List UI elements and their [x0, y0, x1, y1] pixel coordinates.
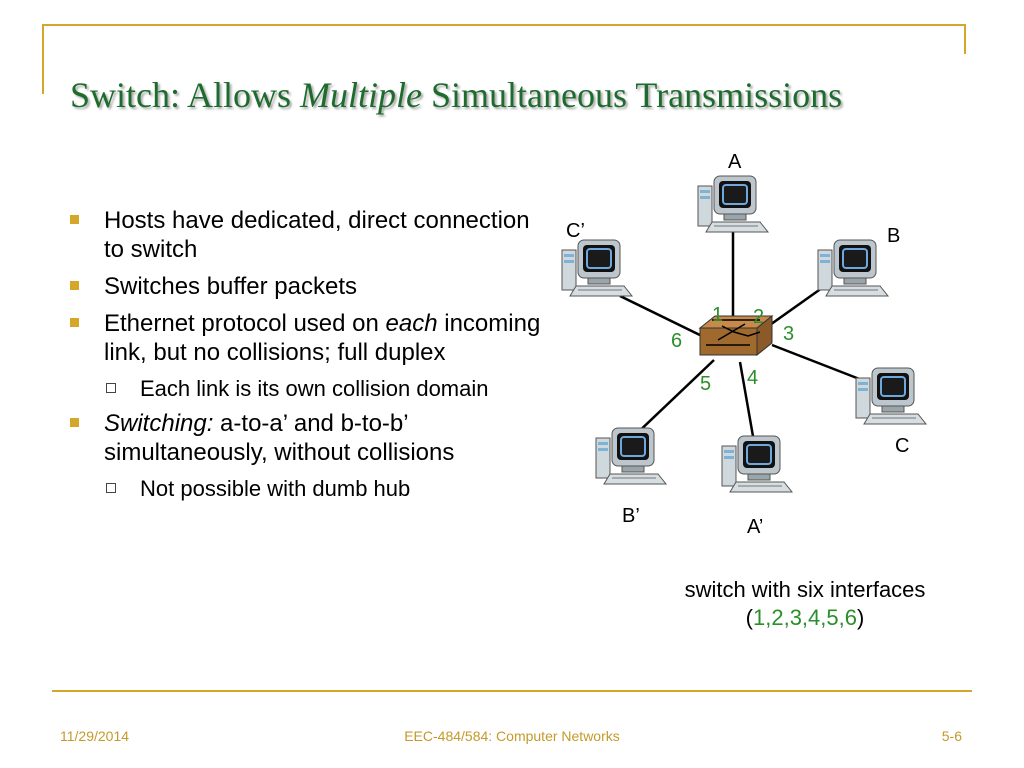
title-prefix: Switch: Allows [70, 75, 301, 115]
link-a-prime [738, 361, 756, 443]
bullet-square-icon [70, 281, 79, 290]
sub-bullet-text: Not possible with dumb hub [140, 476, 411, 501]
port-label-2: 2 [753, 306, 764, 328]
port-label-6: 6 [671, 330, 682, 352]
footer-divider [52, 690, 972, 692]
host-label-c: C [895, 435, 909, 457]
switch-icon [698, 314, 774, 357]
bullet-text-prefix: Ethernet protocol used on [104, 310, 386, 337]
computer-b-prime-icon [595, 427, 667, 485]
diagram-caption: switch with six interfaces (1,2,3,4,5,6) [655, 576, 955, 632]
caption-line-2: (1,2,3,4,5,6) [655, 604, 955, 632]
bullet-text-italic: each [385, 310, 438, 337]
sub-bullet-item: Not possible with dumb hub [62, 475, 552, 503]
bullet-item: Switching: a-to-a’ and b-to-b’ simultane… [62, 409, 552, 467]
port-label-4: 4 [747, 367, 758, 389]
computer-c-icon [855, 367, 927, 425]
caption-line-1: switch with six interfaces [684, 577, 926, 602]
port-label-1: 1 [712, 304, 723, 326]
bullet-text: Switches buffer packets [104, 273, 358, 300]
bullet-item: Ethernet protocol used on each incoming … [62, 309, 552, 367]
bullet-text: Hosts have dedicated, direct connection … [104, 207, 530, 263]
sub-bullet-text: Each link is its own collision domain [140, 376, 489, 401]
footer-page-number: 5-6 [941, 728, 962, 744]
port-label-3: 3 [783, 323, 794, 345]
host-label-b-prime: B’ [622, 505, 640, 527]
footer-course: EEC-484/584: Computer Networks [404, 728, 620, 744]
bullet-text-suffix: incoming link, but no collisions; full d… [104, 310, 541, 366]
bullet-list: Hosts have dedicated, direct connection … [62, 206, 552, 509]
title-suffix: Simultaneous Transmissions [422, 75, 843, 115]
port-label-5: 5 [700, 373, 711, 395]
bullet-item: Switches buffer packets [62, 272, 552, 301]
hollow-square-icon [106, 383, 116, 393]
bullet-square-icon [70, 418, 79, 427]
host-label-a-prime: A’ [747, 516, 763, 538]
sub-bullet-item: Each link is its own collision domain [62, 375, 552, 403]
computer-a-icon [697, 175, 769, 233]
caption-open-paren: ( [745, 605, 753, 630]
bullet-square-icon [70, 318, 79, 327]
bullet-text-italic: Switching: [104, 410, 214, 437]
frame-left-line [42, 24, 44, 94]
link-c-prime [619, 294, 707, 340]
computer-a-prime-icon [721, 435, 793, 493]
link-b-prime [631, 359, 715, 439]
slide-title: Switch: Allows Multiple Simultaneous Tra… [70, 74, 842, 116]
host-label-b: B [887, 225, 900, 247]
host-label-c-prime: C’ [566, 220, 585, 242]
frame-top-line [42, 24, 966, 26]
switch-diagram: A B C A’ B’ C’ 1 2 3 4 5 6 [561, 151, 927, 538]
bullet-text-suffix: a-to-a’ and b-to-b’ simultaneously, with… [104, 410, 455, 466]
frame-right-line [964, 24, 966, 54]
hollow-square-icon [106, 483, 116, 493]
footer-date: 11/29/2014 [60, 728, 130, 744]
bullet-item: Hosts have dedicated, direct connection … [62, 206, 552, 264]
bullet-square-icon [70, 215, 79, 224]
computer-b-icon [817, 239, 889, 297]
caption-close-paren: ) [856, 605, 865, 630]
link-c [771, 343, 863, 382]
title-italic: Multiple [300, 75, 423, 115]
computer-c-prime-icon [561, 239, 633, 297]
caption-port-list: 1,2,3,4,5,6 [753, 605, 857, 630]
host-label-a: A [728, 151, 742, 173]
